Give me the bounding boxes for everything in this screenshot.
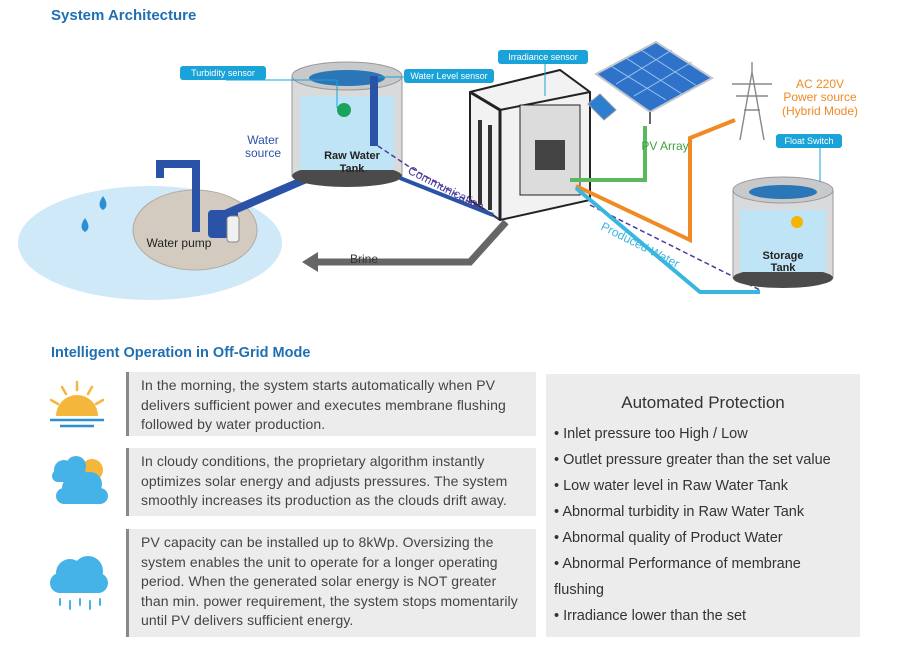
water-line-to-unit: [399, 176, 494, 217]
svg-text:Irradiance sensor: Irradiance sensor: [508, 52, 578, 62]
water-source-label-2: source: [245, 146, 281, 160]
protection-item: Abnormal Performance of membrane flushin…: [554, 551, 824, 603]
water-pump-icon: [156, 160, 240, 243]
ac-power-label-2: Power source: [783, 90, 857, 104]
storage-tank: [732, 176, 834, 288]
system-architecture-diagram: Turbidity sensor Water Level sensor Irra…: [18, 40, 858, 300]
operation-heading: Intelligent Operation in Off-Grid Mode: [51, 345, 311, 361]
produced-water-line: [574, 186, 760, 294]
pv-array-label: PV Array: [641, 139, 688, 153]
automated-protection-title: Automated Protection: [621, 393, 785, 412]
automated-protection-panel: Automated Protection Inlet pressure too …: [546, 374, 860, 637]
ac-power-label-3: (Hybrid Mode): [782, 104, 858, 118]
water-level-sensor-label: Water Level sensor: [404, 69, 494, 83]
protection-item: Low water level in Raw Water Tank: [554, 473, 831, 499]
ro-unit-cabinet: [469, 68, 591, 222]
turbidity-sensor-label: Turbidity sensor: [180, 66, 266, 80]
rain-cloud-icon: [50, 556, 108, 610]
brine-line: [318, 219, 509, 266]
protection-item: Inlet pressure too High / Low: [554, 421, 831, 447]
water-pump-label: Water pump: [147, 236, 212, 250]
brine-label: Brine: [350, 252, 378, 266]
float-switch-label: Float Switch: [776, 134, 842, 148]
power-pylon-icon: [732, 62, 772, 141]
svg-text:Turbidity sensor: Turbidity sensor: [191, 68, 255, 78]
water-source-label: Water: [247, 133, 279, 147]
ac-power-label: AC 220V: [796, 77, 844, 91]
protection-item: Outlet pressure greater than the set val…: [554, 447, 831, 473]
solar-panel-icon: [594, 40, 714, 124]
capacity-operation-text: PV capacity can be installed up to 8kWp.…: [126, 529, 536, 637]
brine-arrow-icon: [302, 252, 318, 272]
cloudy-sun-icon: [52, 456, 108, 504]
protection-list: Inlet pressure too High / Low Outlet pre…: [554, 421, 831, 629]
cloudy-operation-text: In cloudy conditions, the proprietary al…: [126, 448, 536, 516]
svg-text:Water Level sensor: Water Level sensor: [410, 71, 487, 81]
pv-array-line: [570, 126, 647, 182]
raw-water-tank-label-2: Tank: [340, 163, 366, 175]
sunrise-icon: [49, 380, 105, 428]
storage-tank-label: Storage: [763, 250, 804, 262]
ac-power-line: [575, 118, 736, 244]
architecture-heading: System Architecture: [51, 7, 197, 24]
raw-water-tank-label: Raw Water: [324, 150, 381, 162]
svg-text:Float Switch: Float Switch: [784, 136, 833, 146]
protection-item: Abnormal quality of Product Water: [554, 525, 831, 551]
storage-tank-label-2: Tank: [771, 262, 797, 274]
morning-operation-text: In the morning, the system starts automa…: [126, 372, 536, 436]
protection-item: Abnormal turbidity in Raw Water Tank: [554, 499, 831, 525]
irradiance-sensor-icon: [587, 93, 617, 121]
protection-item: Irradiance lower than the set: [554, 603, 831, 629]
water-drops-icon: [81, 196, 107, 232]
raw-water-tank: [291, 61, 403, 187]
irradiance-sensor-label: Irradiance sensor: [498, 50, 588, 64]
